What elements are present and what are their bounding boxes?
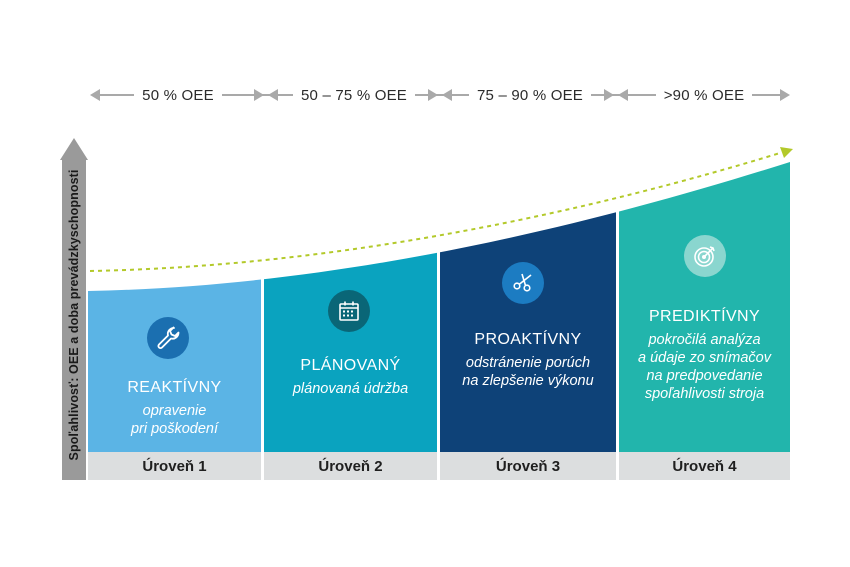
desc-line: opravenie	[142, 403, 207, 419]
desc-line: a údaje zo snímačov	[638, 350, 771, 366]
column-text-reaktivny: REAKTÍVNY opravenie pri poškodení	[88, 378, 261, 438]
wrench-icon	[147, 317, 189, 359]
level-3: Úroveň 3	[440, 452, 616, 480]
column-prediktivny	[619, 162, 790, 452]
range-label: >90 % OEE	[655, 86, 753, 104]
target-icon	[684, 235, 726, 277]
range-label: 50 % OEE	[134, 86, 222, 104]
axis-arrow-head	[60, 138, 88, 160]
oee-ranges: 50 % OEE 50 – 75 % OEE 75 – 90 % OEE >90…	[90, 80, 790, 110]
range-4: >90 % OEE	[618, 80, 790, 110]
level-1: Úroveň 1	[88, 452, 261, 480]
level-4: Úroveň 4	[619, 452, 790, 480]
column-desc: plánovaná údržba	[264, 380, 437, 398]
range-1: 50 % OEE	[90, 80, 266, 110]
desc-line: odstránenie porúch	[465, 355, 591, 371]
range-label: 75 – 90 % OEE	[469, 86, 591, 104]
desc-line: na predpovedanie	[646, 368, 763, 384]
axis-arrow-shaft	[62, 160, 86, 480]
trend-line	[89, 152, 781, 272]
desc-line: pokročilá analýza	[648, 332, 761, 348]
arrow-head	[268, 89, 278, 101]
desc-line: pri poškodení	[130, 421, 219, 437]
column-title: REAKTÍVNY	[127, 379, 222, 396]
calendar-icon	[328, 290, 370, 332]
column-title: PLÁNOVANÝ	[300, 357, 401, 374]
arrow-head	[254, 89, 264, 101]
trend-arrow-head	[780, 147, 793, 158]
column-title: PREDIKTÍVNY	[648, 308, 761, 325]
desc-line: plánovaná údržba	[292, 381, 409, 397]
arrow-head	[618, 89, 628, 101]
arrow-left-head	[90, 89, 100, 101]
column-text-proaktivny: PROAKTÍVNY odstránenie porúch na zlepšen…	[440, 330, 616, 390]
level-2: Úroveň 2	[264, 452, 437, 480]
arrow-head	[604, 89, 614, 101]
scissors-icon	[502, 262, 544, 304]
desc-line: spoľahlivosti stroja	[644, 386, 765, 402]
column-text-planovany: PLÁNOVANÝ plánovaná údržba	[264, 356, 437, 398]
column-desc: pokročilá analýza a údaje zo snímačov na…	[619, 331, 790, 403]
column-desc: opravenie pri poškodení	[88, 402, 261, 438]
arrow-right-head	[780, 89, 790, 101]
range-3: 75 – 90 % OEE	[442, 80, 618, 110]
column-desc: odstránenie porúch na zlepšenie výkonu	[440, 354, 616, 390]
desc-line: na zlepšenie výkonu	[462, 373, 594, 389]
column-text-prediktivny: PREDIKTÍVNY pokročilá analýza a údaje zo…	[619, 307, 790, 403]
arrow-head	[442, 89, 452, 101]
column-title: PROAKTÍVNY	[474, 331, 582, 348]
range-label: 50 – 75 % OEE	[293, 86, 415, 104]
arrow-head	[428, 89, 438, 101]
range-2: 50 – 75 % OEE	[266, 80, 442, 110]
